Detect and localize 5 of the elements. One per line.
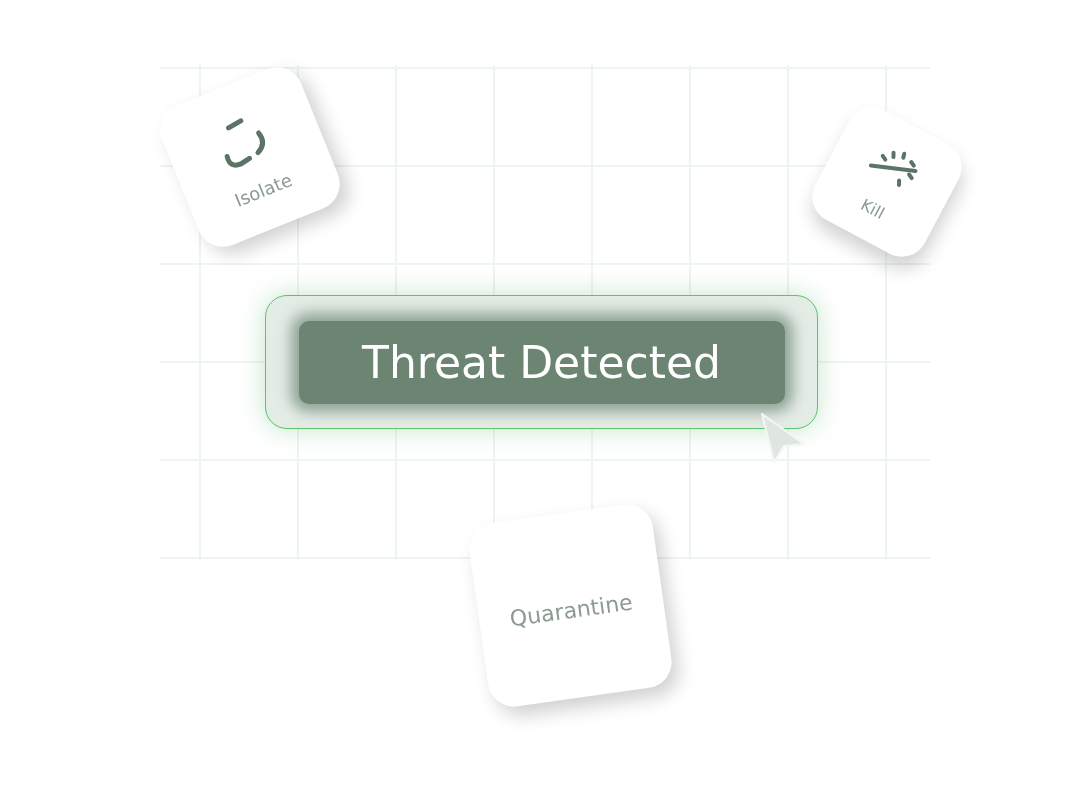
action-label: Quarantine [508,589,635,632]
alert-text: Threat Detected [298,320,785,404]
action-label: Isolate [231,168,295,211]
action-label: Kill [857,194,888,223]
alert-banner [265,295,818,429]
